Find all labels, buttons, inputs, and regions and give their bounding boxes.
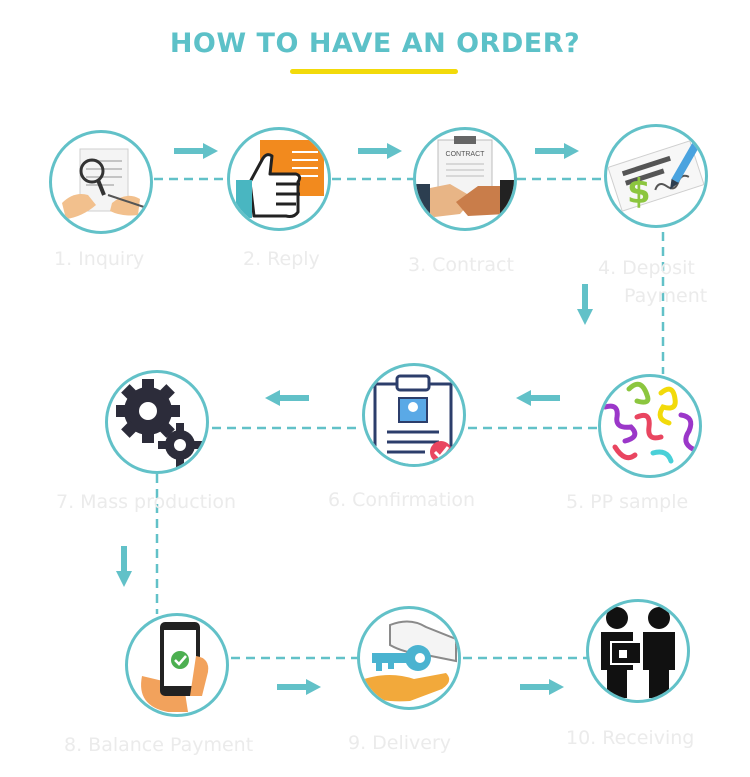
ribbons-icon [601, 377, 699, 475]
step-4-deposit-circle: $ [604, 124, 708, 228]
step-10-receiving-circle [586, 599, 690, 703]
step-6-confirmation-circle [362, 363, 466, 467]
arrow-right-icon [358, 143, 402, 159]
thumbs-up-icon [230, 130, 328, 228]
arrow-right-icon [174, 143, 218, 159]
svg-text:CONTRACT: CONTRACT [446, 151, 486, 158]
step-3-contract-circle: CONTRACT [413, 127, 517, 231]
key-handover-icon [360, 609, 458, 707]
arrow-down-icon [577, 284, 593, 325]
step-label-7: 7. Mass production [56, 491, 236, 513]
gears-icon [108, 373, 206, 471]
step-label-1: 1. Inquiry [54, 248, 144, 270]
arrow-down-icon [116, 546, 132, 587]
step-9-delivery-circle [357, 606, 461, 710]
step-7-mass-production-circle [105, 370, 209, 474]
step-label-6: 6. Confirmation [328, 489, 475, 511]
contract-handshake-icon: CONTRACT [416, 130, 514, 228]
check-signature-dollar-icon: $ [607, 127, 705, 225]
step-8-balance-payment-circle [125, 613, 229, 717]
clipboard-confirmation-icon [365, 366, 463, 464]
step-label-4-line2: Payment [624, 285, 707, 307]
step-5-pp-sample-circle [598, 374, 702, 478]
step-label-9: 9. Delivery [348, 732, 451, 754]
arrow-right-icon [277, 679, 321, 695]
magnifier-inquiry-icon [52, 133, 150, 231]
step-label-10: 10. Receiving [566, 727, 694, 749]
step-2-reply-circle [227, 127, 331, 231]
phone-payment-icon [128, 616, 226, 714]
svg-text:$: $ [627, 172, 651, 212]
step-label-5: 5. PP sample [566, 491, 688, 513]
step-label-3: 3. Contract [408, 254, 514, 276]
people-receiving-icon [589, 602, 687, 700]
step-label-4: 4. Deposit [598, 257, 695, 279]
arrow-right-icon [520, 679, 564, 695]
arrow-left-icon [516, 390, 560, 406]
arrow-left-icon [265, 390, 309, 406]
step-label-2: 2. Reply [243, 248, 320, 270]
step-1-inquiry-circle [49, 130, 153, 234]
step-label-8: 8. Balance Payment [64, 734, 253, 756]
arrow-right-icon [535, 143, 579, 159]
